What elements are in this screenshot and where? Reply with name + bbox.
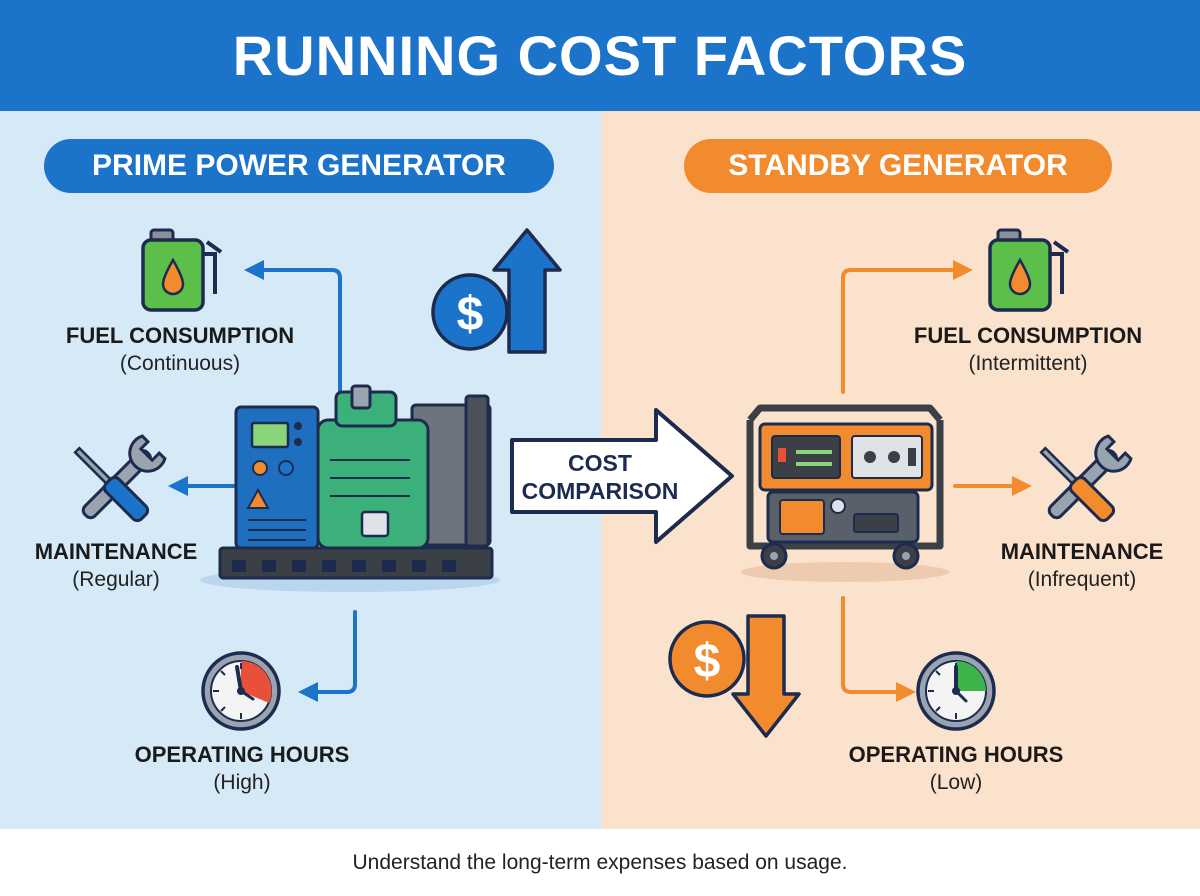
generator-icon xyxy=(741,404,949,582)
prime-hours-level: (High) xyxy=(213,771,271,794)
standby-connectors xyxy=(841,260,1032,702)
footer-caption: Understand the long-term expenses based … xyxy=(352,851,848,874)
standby-fuel-level: (Intermittent) xyxy=(968,352,1088,375)
gauge-icon xyxy=(916,651,996,731)
prime-fuel-title: FUEL CONSUMPTION xyxy=(65,323,295,348)
prime-hours-title: OPERATING HOURS xyxy=(134,742,350,767)
dollar-up-icon: $ xyxy=(431,228,562,354)
standby-maintenance-level: (Infrequent) xyxy=(1027,568,1137,591)
wrench-screwdriver-icon xyxy=(1039,434,1133,523)
standby-maintenance-title: MAINTENANCE xyxy=(1000,539,1164,564)
generator-icon xyxy=(200,384,500,592)
cost-comparison-arrow xyxy=(510,408,734,544)
standby-hours-level: (Low) xyxy=(929,771,983,794)
wrench-screwdriver-icon xyxy=(73,434,167,523)
svg-text:$: $ xyxy=(694,635,721,688)
standby-fuel-title: FUEL CONSUMPTION xyxy=(913,323,1143,348)
page-title: RUNNING COST FACTORS xyxy=(232,24,968,87)
comparison-label-line2: COMPARISON xyxy=(521,478,679,504)
prime-fuel-level: (Continuous) xyxy=(119,352,241,375)
svg-text:$: $ xyxy=(457,288,484,341)
prime-maintenance-title: MAINTENANCE xyxy=(34,539,198,564)
comparison-label-line1: COST xyxy=(568,450,632,476)
prime-connectors xyxy=(168,260,357,702)
prime-maintenance-level: (Regular) xyxy=(72,568,160,591)
gauge-icon xyxy=(201,651,281,731)
fuel-can-icon xyxy=(141,228,223,312)
prime-title-pill: PRIME POWER GENERATOR xyxy=(44,139,554,193)
header-bar xyxy=(0,0,1200,111)
standby-hours-title: OPERATING HOURS xyxy=(848,742,1064,767)
fuel-can-icon xyxy=(988,228,1070,312)
dollar-down-icon: $ xyxy=(668,614,801,738)
standby-title-pill: STANDBY GENERATOR xyxy=(684,139,1112,193)
